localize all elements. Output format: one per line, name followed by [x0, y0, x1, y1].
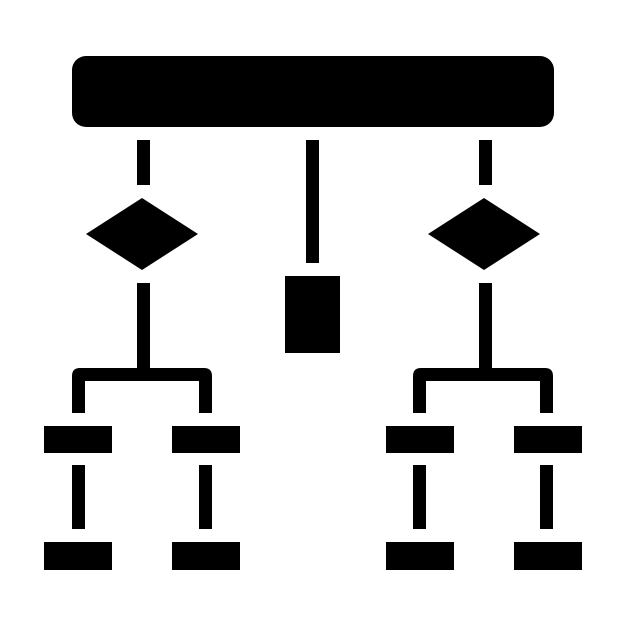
connector-l3-3 — [413, 465, 426, 529]
connector-center-top — [306, 140, 319, 263]
branch-left — [72, 368, 212, 413]
box-l3-3 — [386, 542, 454, 570]
box-l3-2 — [172, 542, 240, 570]
process-box-center — [285, 276, 340, 353]
decision-diamond-right — [428, 198, 540, 270]
decision-diamond-left — [86, 198, 198, 270]
box-l3-4 — [514, 542, 582, 570]
connector-l3-4 — [540, 465, 553, 529]
box-l2-4 — [514, 426, 582, 453]
connector-right-mid — [479, 283, 492, 371]
connector-left-top — [137, 140, 150, 185]
flowchart-shapes — [44, 56, 582, 570]
connector-right-top — [479, 140, 492, 185]
branch-right — [413, 368, 553, 413]
box-l2-3 — [386, 426, 454, 453]
connector-l3-2 — [199, 465, 212, 529]
connector-l3-1 — [72, 465, 85, 529]
top-bar — [72, 56, 554, 127]
box-l3-1 — [44, 542, 112, 570]
box-l2-1 — [44, 426, 112, 453]
box-l2-2 — [172, 426, 240, 453]
connector-left-mid — [137, 283, 150, 371]
